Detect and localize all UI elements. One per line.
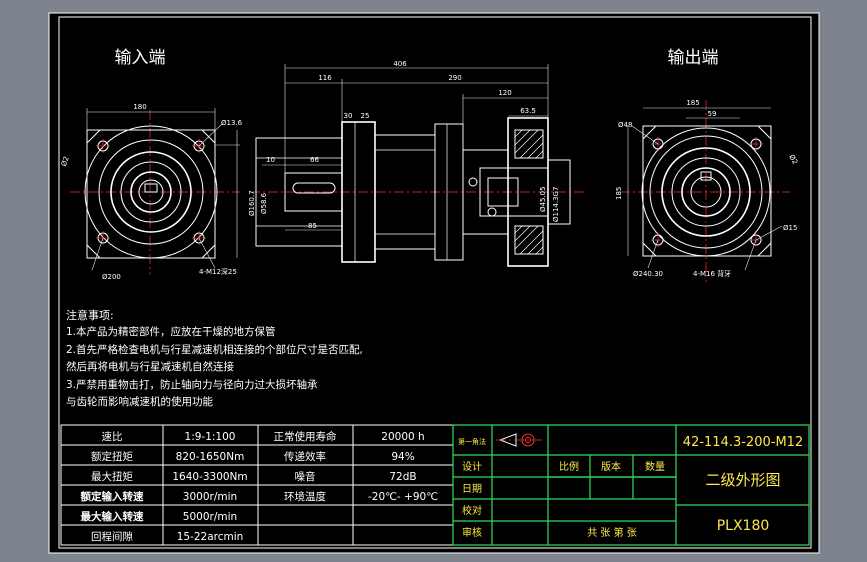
sheet-count: 共 张 第 张 — [587, 526, 637, 539]
dim-116: 116 — [318, 74, 332, 82]
spec-label2: 传递效率 — [284, 450, 326, 463]
check-label: 校对 — [462, 504, 482, 517]
spec-value: 5000r/min — [183, 511, 237, 523]
version-label: 版本 — [601, 460, 621, 473]
audit-label: 审核 — [462, 526, 482, 539]
dim-output-diag: Ø2 — [787, 153, 799, 166]
spec-label: 速比 — [102, 430, 123, 443]
input-end-title: 输入端 — [115, 48, 166, 68]
design-label: 设计 — [462, 460, 482, 473]
dim-290: 290 — [448, 74, 461, 82]
spec-label: 最大输入转速 — [81, 510, 144, 523]
quantity-label: 数量 — [645, 460, 665, 473]
dim-30: 30 — [344, 112, 353, 120]
dim-10: 10 — [266, 156, 275, 164]
dim-63-5: 63.5 — [520, 107, 536, 115]
dim-output-185v: 185 — [615, 187, 623, 200]
scale-label: 比例 — [559, 460, 579, 473]
spec-label: 额定扭矩 — [91, 450, 133, 463]
dim-input-width: 180 — [133, 103, 146, 111]
spec-value: 15-22arcmin — [177, 531, 244, 543]
spec-value2: 94% — [391, 451, 414, 463]
spec-value: 1640-3300Nm — [172, 471, 247, 483]
spec-label2: 正常使用寿命 — [274, 430, 337, 443]
projection-label: 第一角法 — [458, 437, 486, 446]
spec-value2: 72dB — [389, 471, 416, 483]
dim-output-dia2: Ø45.05 — [539, 186, 547, 212]
drawing-name: 二级外形图 — [705, 471, 780, 489]
spec-value2: -20℃- +90℃ — [368, 491, 438, 503]
dim-shaft-dia: Ø58.6 — [260, 192, 268, 214]
model-name: PLX180 — [717, 518, 770, 534]
dim-input-bolt-hole: Ø13.6 — [221, 119, 243, 127]
dim-input-diag: Ø2 — [60, 155, 71, 167]
spec-value: 3000r/min — [183, 491, 237, 503]
dim-120: 120 — [498, 89, 511, 97]
dim-85: 85 — [308, 222, 317, 230]
spec-table: 速比 1:9-1:100 正常使用寿命 20000 h 额定扭矩 820-165… — [60, 424, 454, 546]
notes-line: 1.本产品为精密部件，应放在干燥的地方保管 — [66, 325, 276, 338]
spec-label: 额定输入转速 — [80, 490, 144, 503]
date-label: 日期 — [462, 483, 482, 495]
spec-value: 1:9-1:100 — [185, 431, 236, 443]
output-end-title: 输出端 — [668, 48, 719, 68]
dim-output-185: 185 — [686, 99, 699, 107]
spec-label: 最大扭矩 — [91, 470, 133, 483]
spec-label2: 噪音 — [295, 470, 316, 483]
dim-input-bolt-circle: Ø200 — [102, 273, 121, 281]
dim-overall: 406 — [393, 60, 407, 68]
notes-line: 3.严禁用重物击打，防止轴向力与径向力过大损坏轴承 — [66, 378, 318, 391]
output-end-view: 输出端 185 59 Ø48 Ø15 185 4-M16 背牙 Ø240. — [615, 48, 799, 282]
dim-25: 25 — [361, 112, 370, 120]
dim-output-thread: 4-M16 背牙 — [693, 269, 731, 278]
spec-label2: 环境温度 — [284, 490, 326, 503]
notes-line: 与齿轮而影响减速机的使用功能 — [66, 395, 213, 408]
notes-line: 然后再将电机与行星减速机自然连接 — [66, 360, 234, 373]
dim-pilot-dia: Ø160.7 — [248, 190, 256, 216]
notes-title: 注意事项: — [66, 308, 114, 322]
side-view: 406 116 290 120 63.5 30 25 10 66 85 Ø58.… — [248, 60, 585, 267]
drawing-border — [58, 16, 812, 549]
notes: 注意事项: 1.本产品为精密部件，应放在干燥的地方保管 2.首先严格检查电机与行… — [66, 308, 363, 408]
dim-output-15: Ø15 — [783, 224, 797, 232]
dim-output-dia: Ø114.3G7 — [552, 187, 560, 222]
notes-line: 2.首先严格检查电机与行星减速机相连接的个部位尺寸是否匹配, — [66, 343, 363, 356]
input-end-view: 输入端 180 Ø13.6 Ø200 4-M12深25 — [60, 48, 243, 281]
spec-value: 820-1650Nm — [176, 451, 245, 463]
title-block: 第一角法 42-114.3-200-M12 设计 校对 日期 审核 比例 版本 … — [452, 424, 810, 546]
drawing-number: 42-114.3-200-M12 — [683, 435, 803, 450]
drawing-sheet — [48, 12, 820, 554]
dim-input-thread: 4-M12深25 — [199, 267, 237, 276]
dim-output-48: Ø48 — [618, 121, 632, 129]
spec-label: 回程间隙 — [91, 530, 133, 543]
spec-value2: 20000 h — [381, 431, 424, 443]
dim-output-bolt-circle: Ø240.30 — [633, 270, 663, 278]
dim-output-59: 59 — [708, 110, 717, 118]
dim-66: 66 — [310, 156, 319, 164]
